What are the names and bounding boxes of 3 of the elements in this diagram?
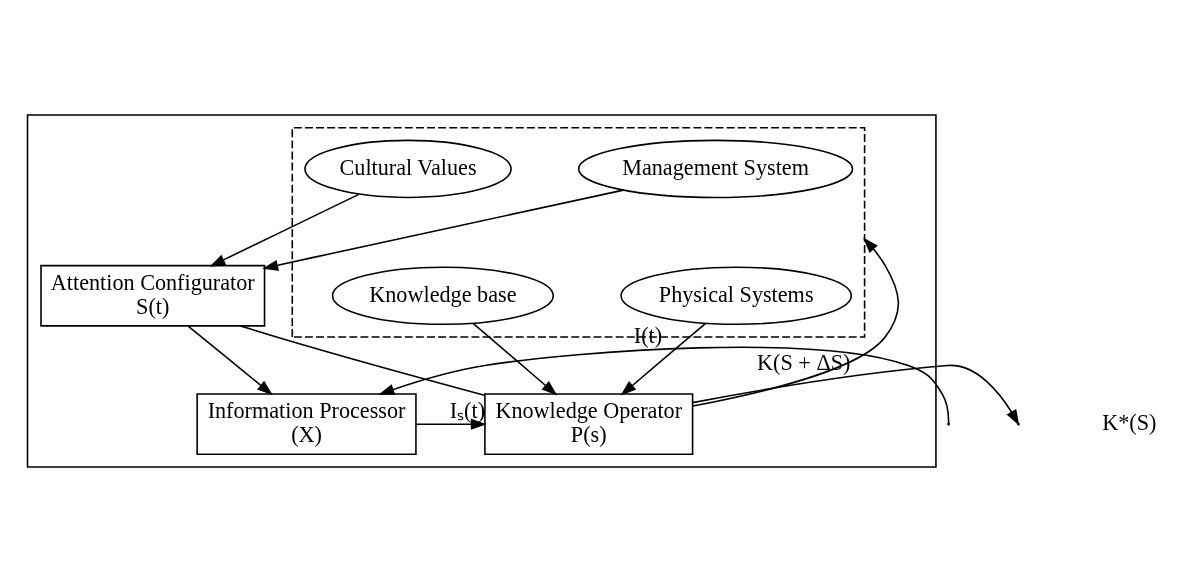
- edge-label: Iₛ(t): [449, 397, 486, 423]
- label: K*(S): [1102, 409, 1157, 435]
- edge-label: K(S + ΔS): [757, 349, 851, 375]
